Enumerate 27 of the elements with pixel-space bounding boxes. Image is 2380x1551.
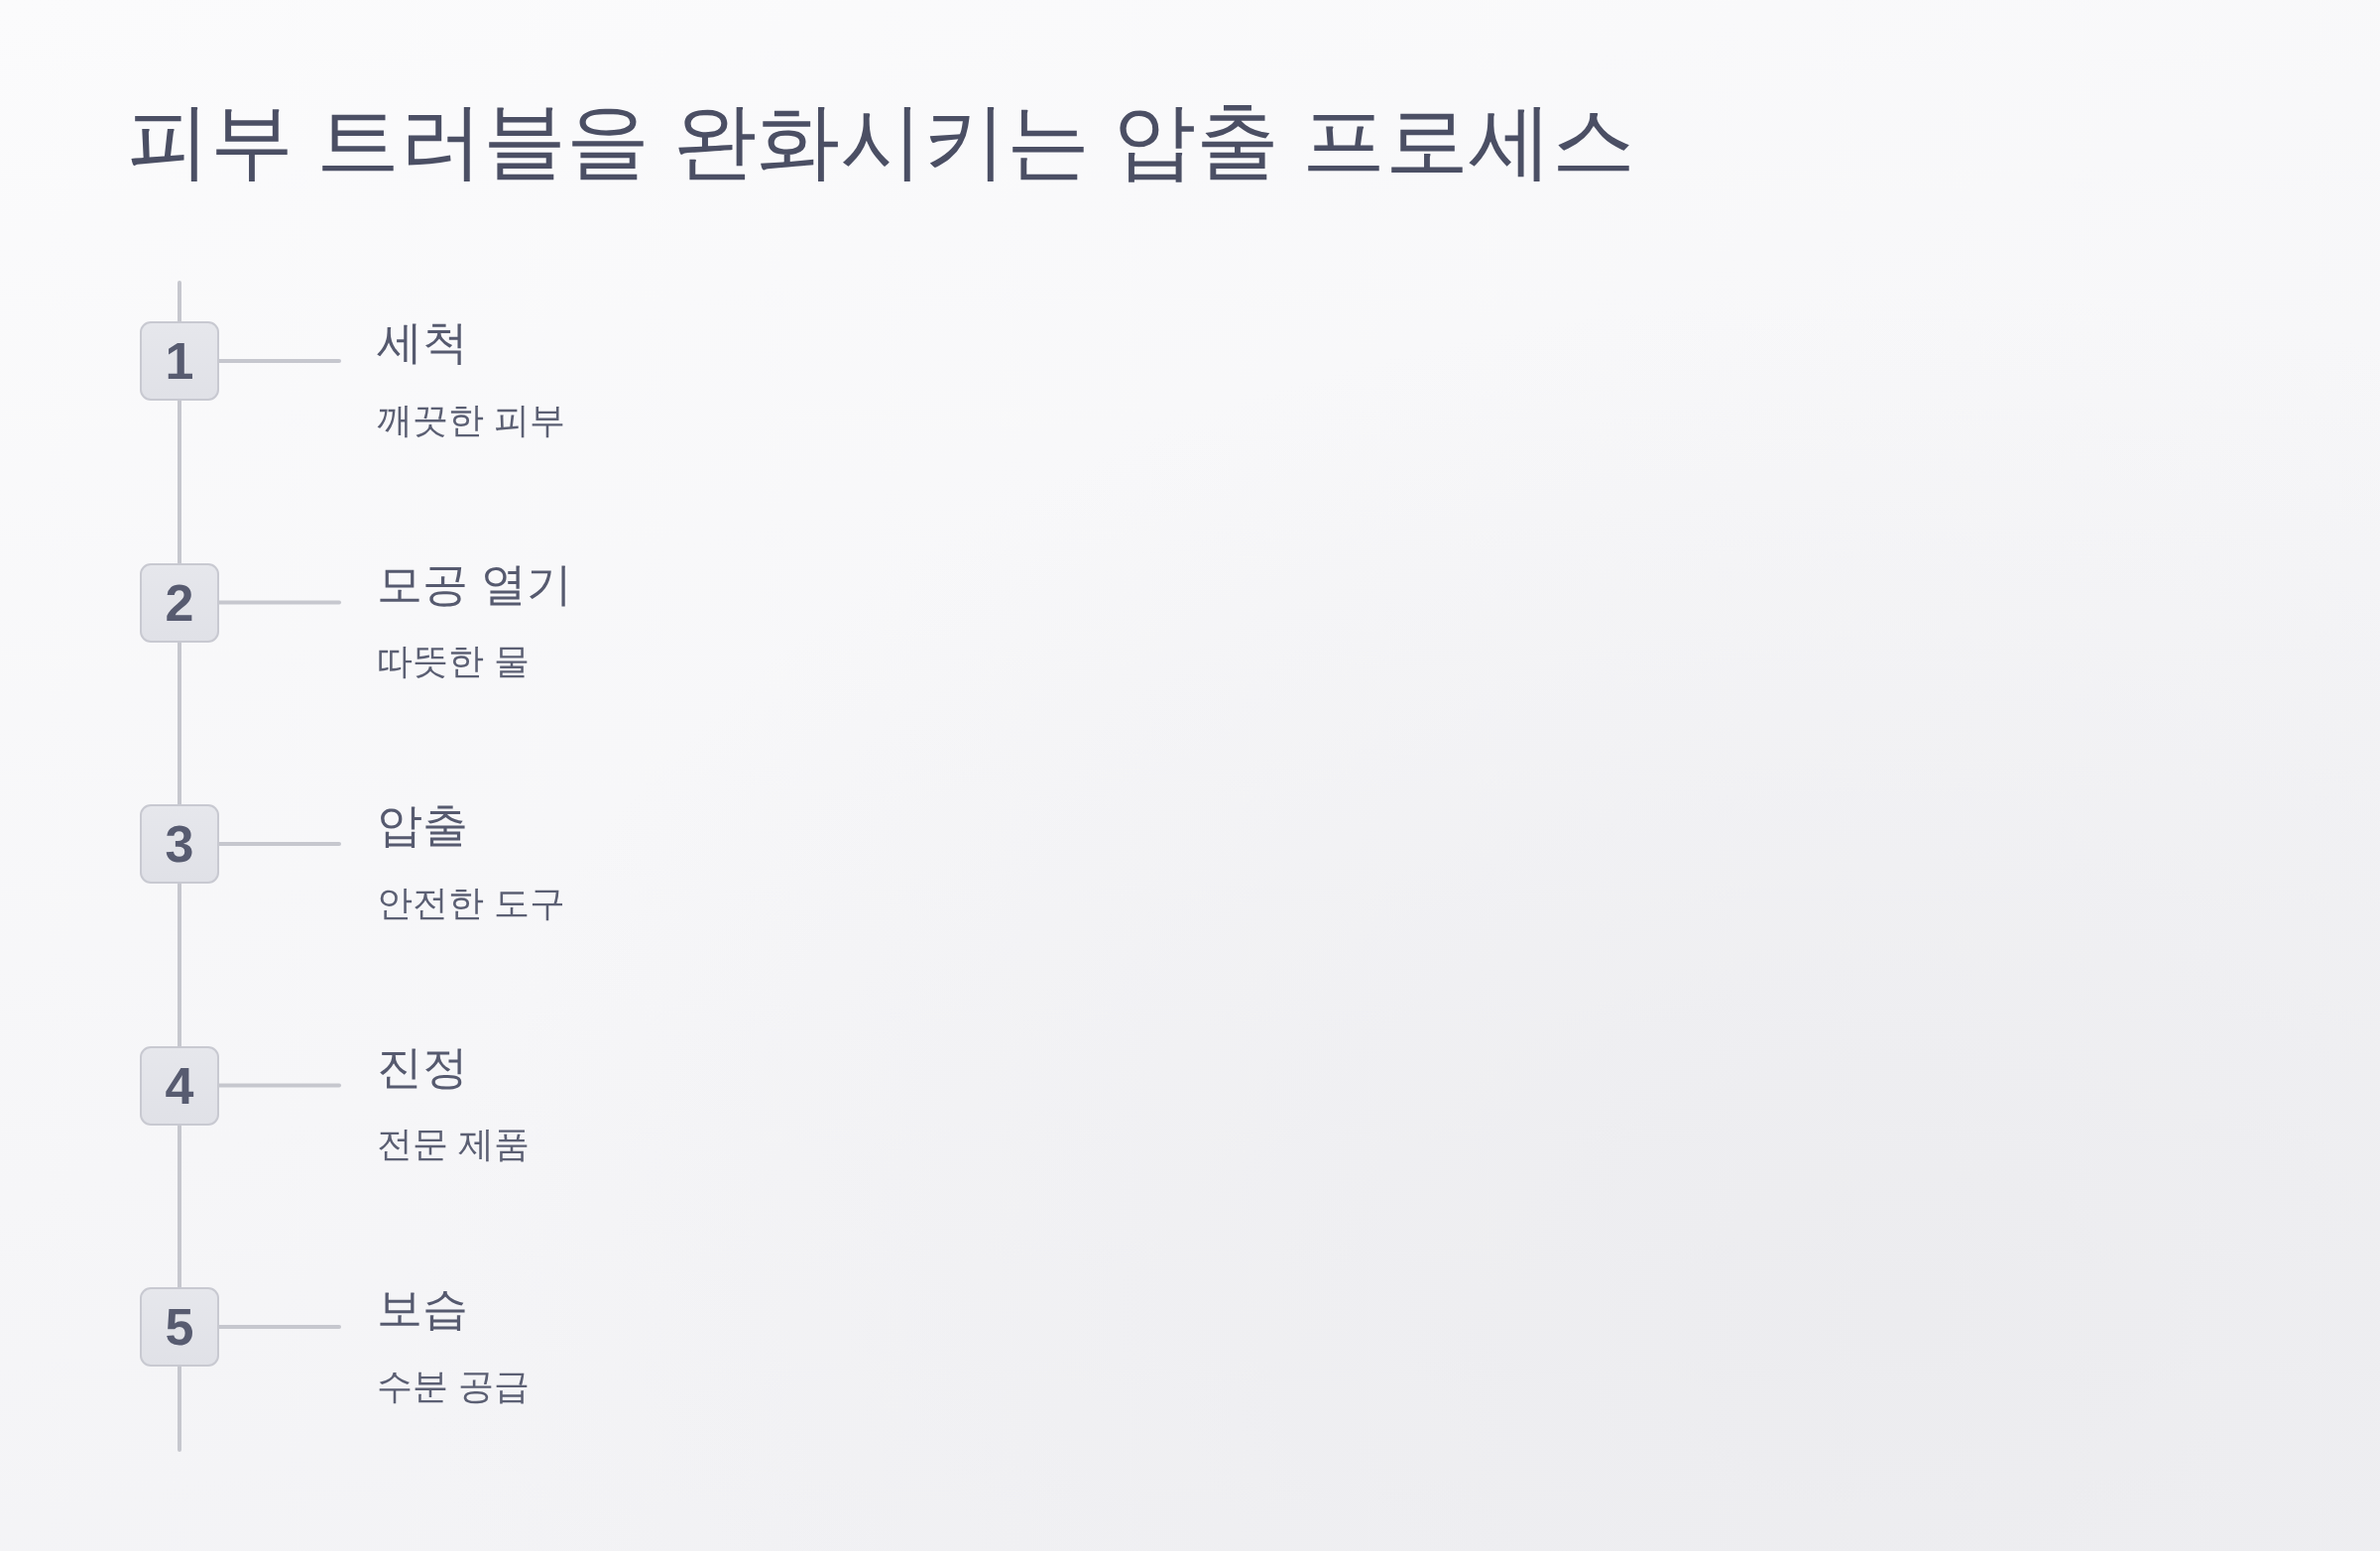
timeline-line bbox=[178, 640, 181, 806]
step-description: 따뜻한 물 bbox=[377, 640, 530, 683]
step-number-box: 5 bbox=[140, 1287, 219, 1367]
connector-line bbox=[217, 600, 341, 605]
timeline-line bbox=[178, 399, 181, 565]
step-title: 모공 열기 bbox=[377, 556, 572, 612]
step-title: 압출 bbox=[377, 798, 468, 853]
step-description: 안전한 도구 bbox=[377, 881, 565, 925]
step-description: 깨끗한 피부 bbox=[377, 398, 565, 442]
connector-line bbox=[217, 1083, 341, 1088]
connector-line bbox=[217, 359, 341, 363]
connector-line bbox=[217, 1325, 341, 1329]
step-description: 전문 제품 bbox=[377, 1123, 530, 1166]
step-number-box: 2 bbox=[140, 562, 219, 643]
step-title: 진정 bbox=[377, 1039, 468, 1095]
timeline-line bbox=[178, 1365, 181, 1452]
connector-line bbox=[217, 842, 341, 846]
step-number-box: 3 bbox=[140, 804, 219, 884]
step-number-box: 4 bbox=[140, 1045, 219, 1126]
step-description: 수분 공급 bbox=[377, 1364, 530, 1408]
step-title: 세척 bbox=[377, 315, 468, 370]
step-title: 보습 bbox=[377, 1281, 468, 1336]
timeline-line bbox=[178, 882, 181, 1048]
step-number-box: 1 bbox=[140, 321, 219, 401]
timeline-line bbox=[178, 1123, 181, 1289]
title: 피부 트러블을 완화시키는 압출 프로세스 bbox=[127, 93, 1636, 189]
timeline-line bbox=[178, 281, 181, 323]
